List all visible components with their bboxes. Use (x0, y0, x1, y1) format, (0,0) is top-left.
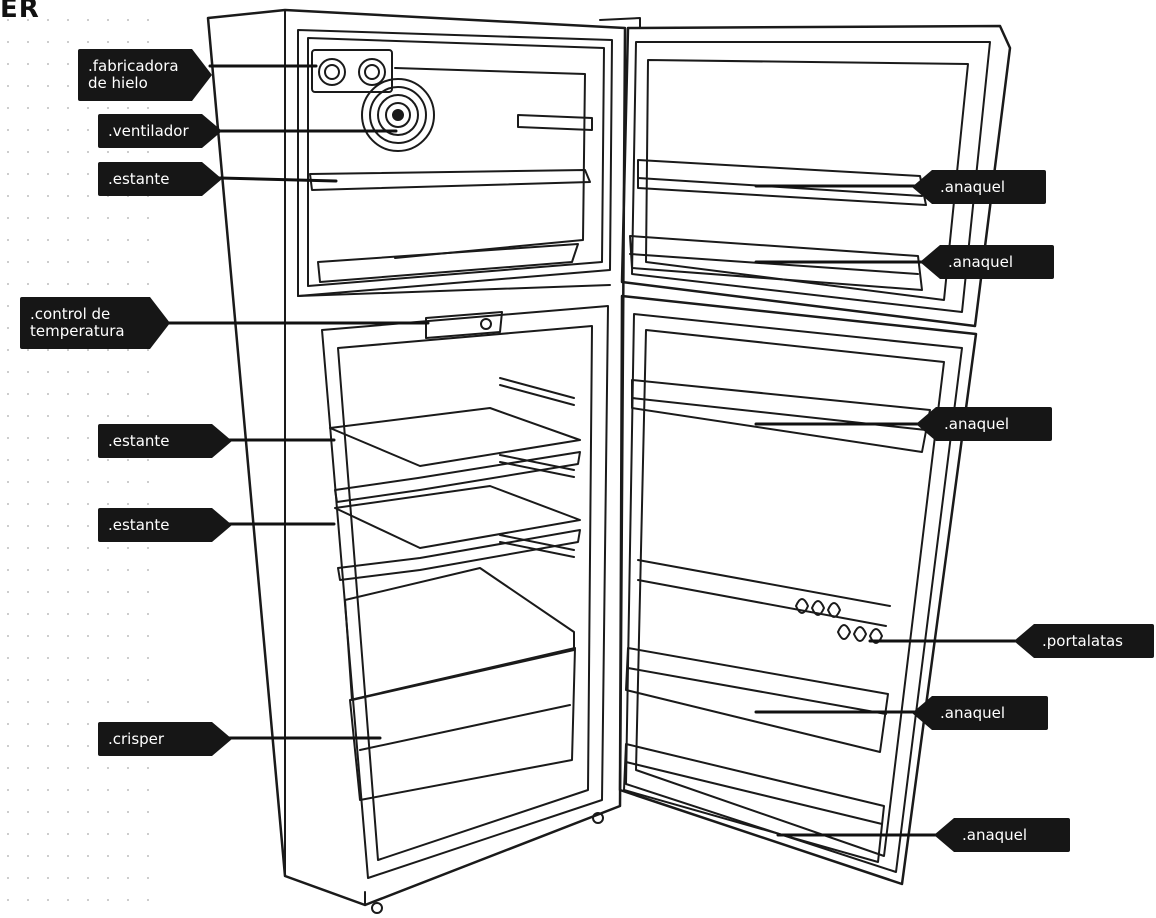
label-line: de hielo (88, 75, 148, 92)
label-anaquel-door-top: .anaquel (916, 407, 1052, 441)
label-anaquel-door-bottom: .anaquel (934, 818, 1070, 852)
label-estante-lower: .estante (98, 508, 232, 542)
label-control-de-temperatura: .control de temperatura (20, 297, 170, 349)
leader-lines (164, 66, 1020, 835)
label-text: .anaquel (940, 705, 1005, 722)
label-line: temperatura (30, 323, 125, 340)
label-crisper: .crisper (98, 722, 232, 756)
label-text: .anaquel (948, 254, 1013, 271)
cabinet-body (208, 10, 640, 913)
can-holder (796, 599, 882, 643)
label-text: .crisper (108, 731, 164, 748)
label-text: .estante (108, 433, 170, 450)
label-estante-freezer: .estante (98, 162, 222, 196)
label-anaquel-freezer-bottom: .anaquel (920, 245, 1054, 279)
label-text: .anaquel (940, 179, 1005, 196)
label-text: .portalatas (1042, 633, 1123, 650)
freezer-compartment (298, 30, 612, 296)
label-portalatas: .portalatas (1014, 624, 1154, 658)
label-anaquel-freezer-top: .anaquel (912, 170, 1046, 204)
label-ventilador: .ventilador (98, 114, 222, 148)
refrigerator-door (620, 296, 976, 884)
fan (362, 79, 434, 151)
label-line: .control de (30, 306, 110, 323)
label-line: .fabricadora (88, 58, 179, 75)
ice-maker (312, 50, 392, 92)
label-text: .ventilador (108, 123, 189, 140)
label-text: .anaquel (962, 827, 1027, 844)
label-text: .estante (108, 517, 170, 534)
fresh-food-compartment (322, 306, 608, 878)
label-anaquel-door-middle: .anaquel (912, 696, 1048, 730)
label-fabricadora-de-hielo: .fabricadora de hielo (78, 49, 212, 101)
label-text: .anaquel (944, 416, 1009, 433)
label-text: .estante (108, 171, 170, 188)
label-estante-upper: .estante (98, 424, 232, 458)
